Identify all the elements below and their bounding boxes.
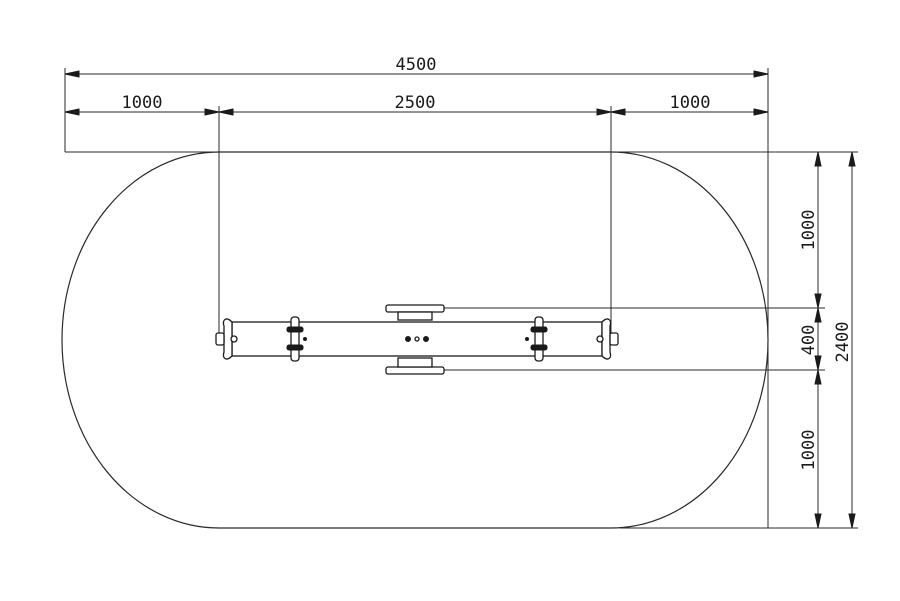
seesaw-equipment — [215, 304, 619, 375]
dim-label-left-clearance: 1000 — [122, 93, 163, 113]
dim-label-equipment-width: 400 — [799, 325, 819, 356]
top-seat-plate — [385, 304, 445, 313]
dim-label-overall-height: 2400 — [833, 322, 853, 363]
right-handle — [525, 316, 548, 362]
dim-segment-heights: 1000 400 1000 — [799, 151, 822, 529]
dim-overall-height: 2400 — [833, 151, 856, 529]
dim-segment-widths: 1000 2500 1000 — [64, 93, 769, 338]
safety-zone-outline — [61, 151, 769, 529]
bottom-seat-plate — [385, 366, 445, 375]
dim-label-overall-width: 4500 — [396, 55, 437, 75]
dim-label-equipment-length: 2500 — [395, 93, 436, 113]
dim-label-right-clearance: 1000 — [670, 93, 711, 113]
dim-label-top-clearance: 1000 — [799, 210, 819, 251]
dim-label-bottom-clearance: 1000 — [799, 430, 819, 471]
pivot-bolt-right — [423, 336, 429, 342]
left-end-cap — [222, 318, 233, 360]
pivot-center — [414, 336, 420, 342]
right-end-cap — [601, 318, 612, 360]
dim-overall-width: 4500 — [64, 55, 769, 528]
pivot-bolt-left — [405, 336, 411, 342]
left-handle — [286, 316, 307, 362]
